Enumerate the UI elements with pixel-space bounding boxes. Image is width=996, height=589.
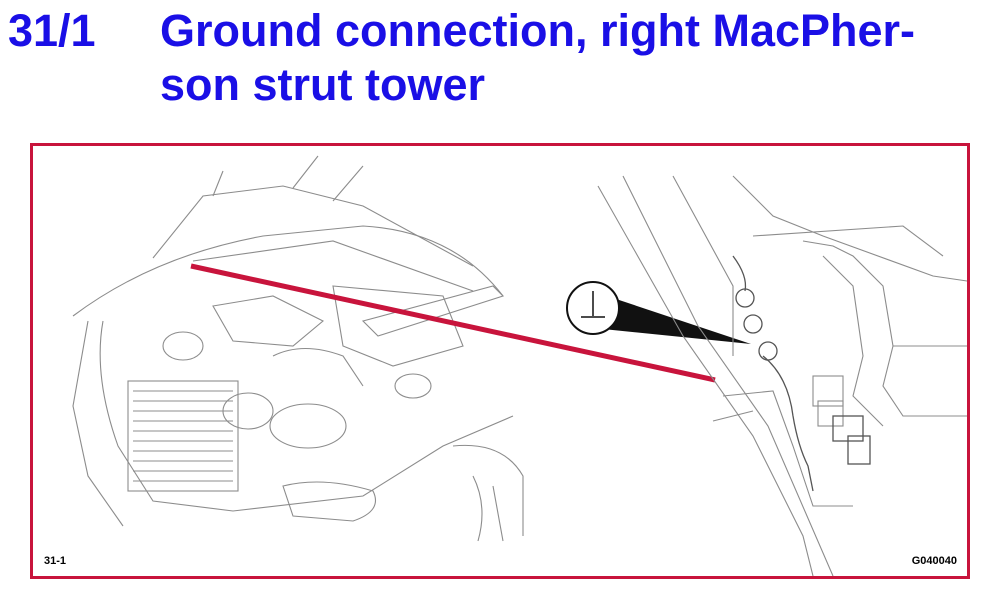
section-title: Ground connection, right MacPher-son str… bbox=[160, 5, 916, 110]
engine-bay-drawing bbox=[72, 155, 524, 542]
figure-code: G040040 bbox=[911, 555, 957, 567]
illustration bbox=[72, 155, 967, 576]
illustration-frame: 31-1 G040040 bbox=[30, 143, 970, 579]
section-number: 31/1 bbox=[8, 5, 96, 56]
ground-callout bbox=[566, 281, 751, 344]
pointer-line bbox=[190, 263, 716, 383]
figure-number: 31-1 bbox=[44, 555, 67, 567]
strut-tower-drawing bbox=[597, 175, 967, 576]
